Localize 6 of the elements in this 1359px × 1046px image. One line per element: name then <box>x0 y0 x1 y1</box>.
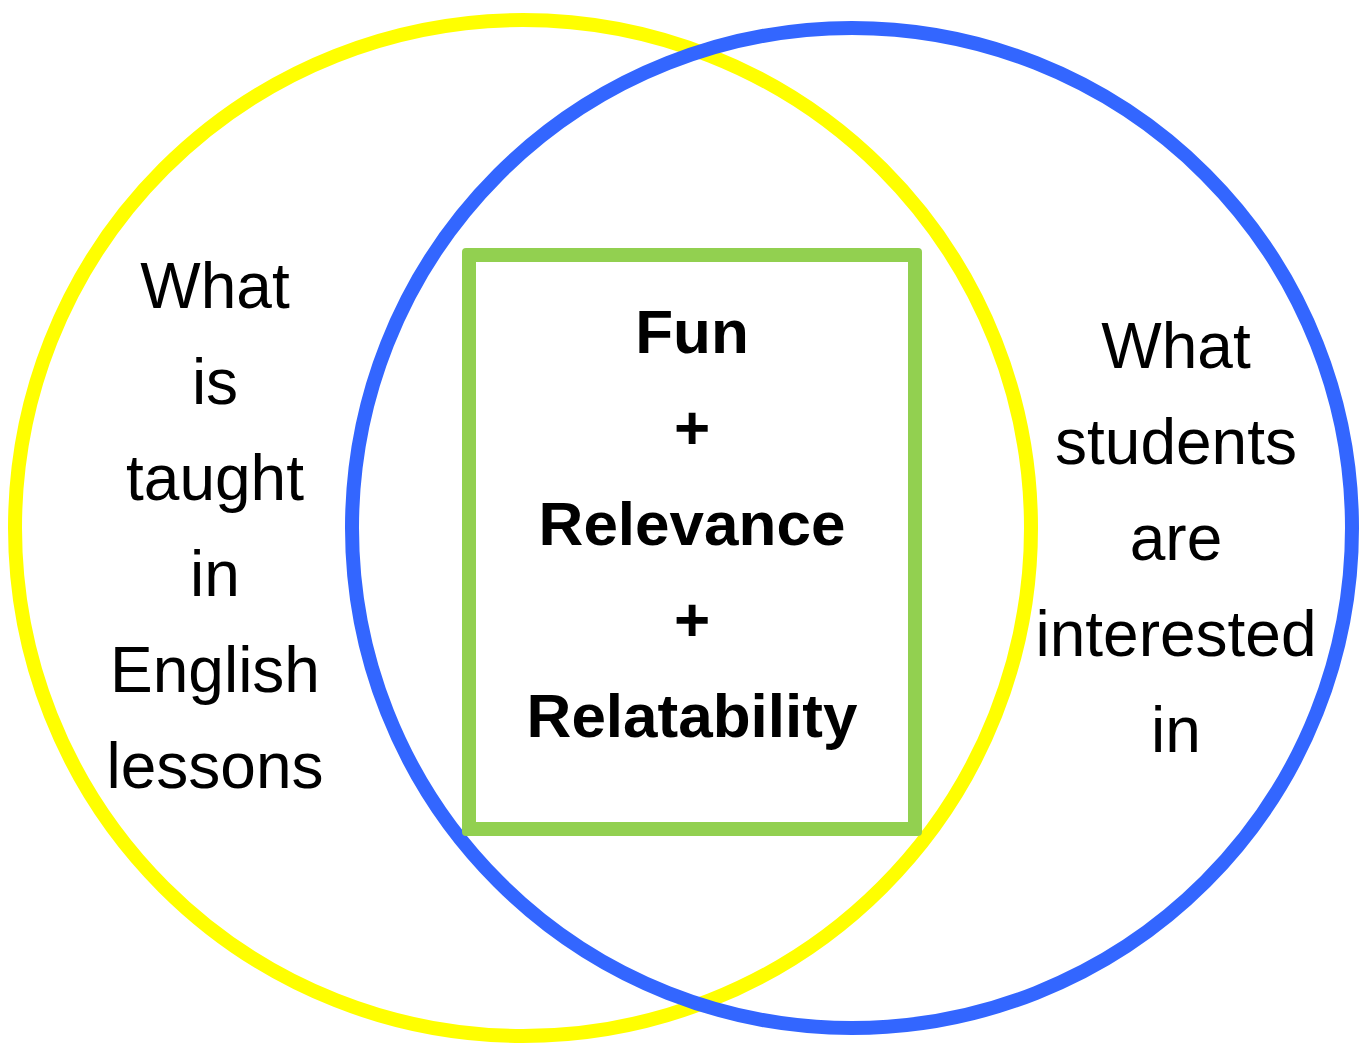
node-text: What students are interested in <box>1035 309 1317 768</box>
venn-circle <box>8 13 1038 1043</box>
node-text: What is taught in English lessons <box>106 249 324 804</box>
venn-circle <box>345 21 1359 1035</box>
overlap-box <box>462 248 922 836</box>
node-text: Fun + Relevance + Relatability <box>526 296 858 752</box>
